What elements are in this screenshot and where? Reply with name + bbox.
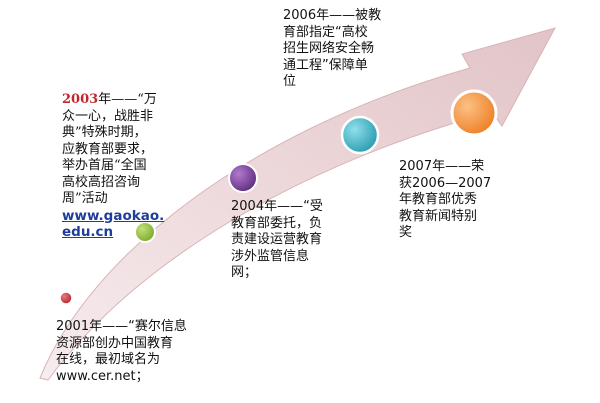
milestone-2003-line-5: 举办首届“全国 <box>62 158 147 173</box>
milestone-2004-year: 2004年 <box>231 199 278 214</box>
milestone-2001-year: 2001年 <box>56 319 103 334</box>
milestone-2003-line-3: 典”特殊时期， <box>62 125 147 140</box>
milestone-2004-line-4: 涉外监管信息 <box>231 248 310 264</box>
milestone-2003-line-2: 众一心，战胜非 <box>62 108 154 124</box>
milestone-2004-line-3: 责建设运营教育 <box>231 232 323 247</box>
milestone-dot-2003 <box>134 221 156 243</box>
milestone-2007-line-2: 获2006—2007 <box>399 175 492 191</box>
milestone-2006-line-1: ——被教 <box>329 8 382 23</box>
milestone-2001-line-2: 资源部创办中国教育 <box>56 335 174 351</box>
milestone-2006-text: 2006年——被教 育部指定“高校 招生网络安全畅 通工程”保障单 位 <box>283 8 381 91</box>
milestone-2007-line-4: 教育新闻特别 <box>399 208 478 224</box>
milestone-2003-line-1: 年——“万 <box>98 92 157 107</box>
milestone-2004-line-1: ——“受 <box>277 199 323 214</box>
milestone-dot-2004 <box>228 163 258 193</box>
milestone-2001-line-4: www.cer.net； <box>56 368 149 384</box>
milestone-2003-year: 2003 <box>62 92 99 107</box>
milestone-2006-line-5: 位 <box>283 74 297 89</box>
milestone-2007-line-3: 年教育部优秀 <box>399 192 478 207</box>
milestone-2006-line-2: 育部指定“高校 <box>283 24 368 40</box>
milestone-2004-line-2: 教育部委托，负 <box>231 215 323 231</box>
milestone-2007-line-5: 奖 <box>399 225 413 240</box>
milestone-2003-line-6: 高校高招咨询 <box>62 174 141 190</box>
gaokao-link-line-2[interactable]: edu.cn <box>62 224 114 240</box>
milestone-dot-2007 <box>450 89 498 137</box>
milestone-2006-line-4: 通工程”保障单 <box>283 57 368 73</box>
timeline-arrow <box>39 27 557 381</box>
milestone-2001-text: 2001年——“赛尔信息 资源部创办中国教育 在线，最初域名为 www.cer.… <box>56 319 187 385</box>
milestone-2001-line-1: ——“赛尔信息 <box>102 319 187 334</box>
milestone-2007-line-1: ——荣 <box>445 159 485 174</box>
milestone-2006-year: 2006年 <box>283 8 330 23</box>
milestone-2003-line-7: 周”活动 <box>62 191 108 206</box>
gaokao-link-line-1[interactable]: www.gaokao. <box>62 207 165 224</box>
milestone-dot-2001 <box>59 291 73 305</box>
milestone-2007-text: 2007年——荣 获2006—2007 年教育部优秀 教育新闻特别 奖 <box>399 159 491 242</box>
milestone-2003-line-4: 应教育部要求， <box>62 141 154 157</box>
milestone-2004-line-5: 网； <box>231 265 258 280</box>
milestone-2003-text: 2003年——“万 众一心，战胜非 典”特殊时期， 应教育部要求， 举办首届“全… <box>62 92 164 241</box>
milestone-2004-text: 2004年——“受 教育部委托，负 责建设运营教育 涉外监管信息 网； <box>231 199 323 282</box>
milestone-dot-2006 <box>340 115 380 155</box>
milestone-2006-line-3: 招生网络安全畅 <box>283 41 375 56</box>
milestone-2001-line-3: 在线，最初域名为 <box>56 352 161 367</box>
milestone-2007-year: 2007年 <box>399 159 446 174</box>
